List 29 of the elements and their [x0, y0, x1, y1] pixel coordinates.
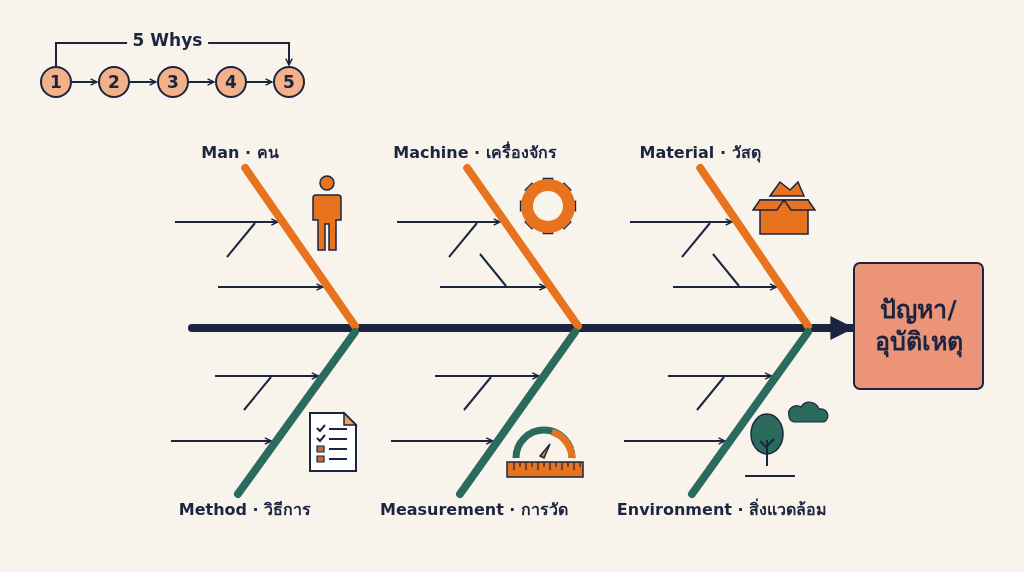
node-text: ปัญหา/อุบัติเหตุ	[873, 293, 964, 359]
node-text: 3	[167, 72, 179, 92]
step-circle	[273, 66, 305, 98]
bone-line	[463, 164, 582, 330]
step-circle	[40, 66, 72, 98]
bone-line	[241, 164, 359, 330]
arrow	[188, 78, 215, 86]
node-text: 1	[50, 72, 62, 92]
category-label: Environment · สิ่งแวดล้อม	[616, 497, 828, 522]
step-circle	[98, 66, 130, 98]
category-label: Machine · เครื่องจักร	[393, 140, 557, 165]
arrow	[129, 78, 157, 86]
category-label: Measurement · การวัด	[380, 497, 568, 522]
bone-line	[688, 328, 812, 498]
bone-line	[456, 328, 579, 498]
category-label: Method · วิธีการ	[178, 497, 312, 522]
step-circle	[157, 66, 189, 98]
category-label: Man · คน	[201, 140, 279, 165]
bone-line	[696, 164, 812, 330]
arrow	[71, 78, 98, 86]
category-label: Material · วัสดุ	[639, 140, 761, 165]
step-circle	[215, 66, 247, 98]
node-text: 2	[108, 72, 120, 92]
node-text: 5	[283, 72, 295, 92]
edge-label: 5 Whys	[126, 30, 209, 50]
arrow	[246, 78, 273, 86]
problem-box	[853, 262, 984, 390]
node-text: 4	[225, 72, 237, 92]
bone-line	[233, 328, 359, 498]
